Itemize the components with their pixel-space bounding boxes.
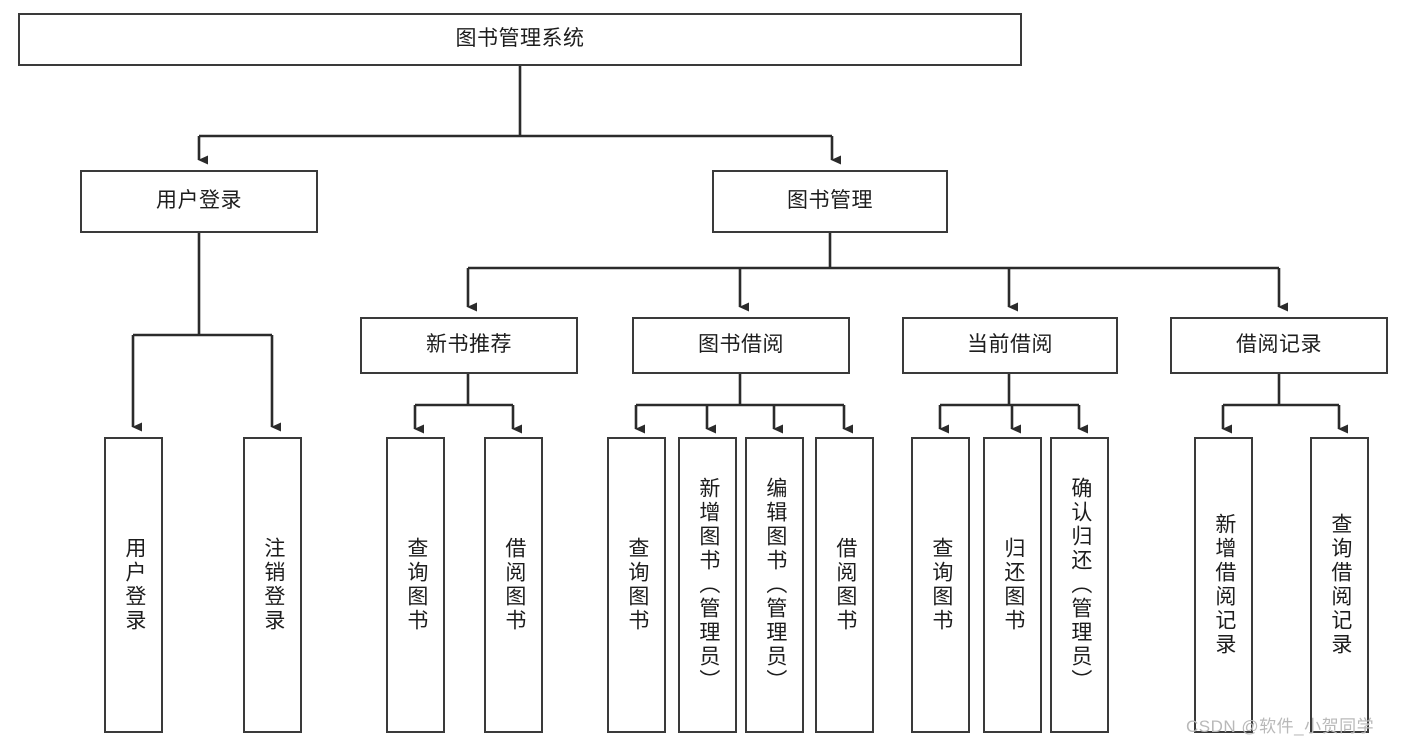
node-label: 图书管理系统: [455, 27, 585, 51]
node-label: 借阅图书: [833, 537, 857, 633]
node-leaf-return-book[interactable]: 归还图书: [983, 437, 1042, 733]
node-leaf-query-record[interactable]: 查询借阅记录: [1310, 437, 1369, 733]
node-book-manage[interactable]: 图书管理: [712, 170, 948, 233]
node-label: 注销登录: [261, 537, 285, 633]
node-leaf-borrow-book-2[interactable]: 借阅图书: [815, 437, 874, 733]
node-leaf-edit-book[interactable]: 编辑图书（管理员）: [745, 437, 804, 733]
node-root-system[interactable]: 图书管理系统: [18, 13, 1022, 66]
node-leaf-confirm-return[interactable]: 确认归还（管理员）: [1050, 437, 1109, 733]
node-label: 图书借阅: [698, 333, 784, 357]
node-label: 图书管理: [787, 189, 873, 213]
node-leaf-query-book-1[interactable]: 查询图书: [386, 437, 445, 733]
watermark-text: CSDN @软件_小贺同学: [1186, 717, 1375, 736]
node-label: 借阅图书: [502, 537, 526, 633]
node-current-borrow[interactable]: 当前借阅: [902, 317, 1118, 374]
node-label: 当前借阅: [967, 333, 1053, 357]
node-leaf-add-record[interactable]: 新增借阅记录: [1194, 437, 1253, 733]
node-label: 查询图书: [929, 537, 953, 633]
node-book-borrow[interactable]: 图书借阅: [632, 317, 850, 374]
node-leaf-user-login[interactable]: 用户登录: [104, 437, 163, 733]
node-label: 新增图书（管理员）: [696, 477, 720, 693]
node-leaf-borrow-book-1[interactable]: 借阅图书: [484, 437, 543, 733]
node-label: 查询借阅记录: [1328, 513, 1352, 657]
node-label: 借阅记录: [1236, 333, 1322, 357]
node-label: 查询图书: [404, 537, 428, 633]
node-label: 新增借阅记录: [1212, 513, 1236, 657]
node-label: 用户登录: [156, 189, 242, 213]
node-label: 确认归还（管理员）: [1068, 477, 1092, 693]
node-label: 新书推荐: [426, 333, 512, 357]
node-leaf-user-logout[interactable]: 注销登录: [243, 437, 302, 733]
node-label: 编辑图书（管理员）: [763, 477, 787, 693]
node-borrow-record[interactable]: 借阅记录: [1170, 317, 1388, 374]
node-leaf-query-book-3[interactable]: 查询图书: [911, 437, 970, 733]
node-leaf-add-book[interactable]: 新增图书（管理员）: [678, 437, 737, 733]
node-label: 用户登录: [122, 537, 146, 633]
node-label: 查询图书: [625, 537, 649, 633]
node-user-login[interactable]: 用户登录: [80, 170, 318, 233]
node-leaf-query-book-2[interactable]: 查询图书: [607, 437, 666, 733]
node-new-book-recommend[interactable]: 新书推荐: [360, 317, 578, 374]
node-label: 归还图书: [1001, 537, 1025, 633]
